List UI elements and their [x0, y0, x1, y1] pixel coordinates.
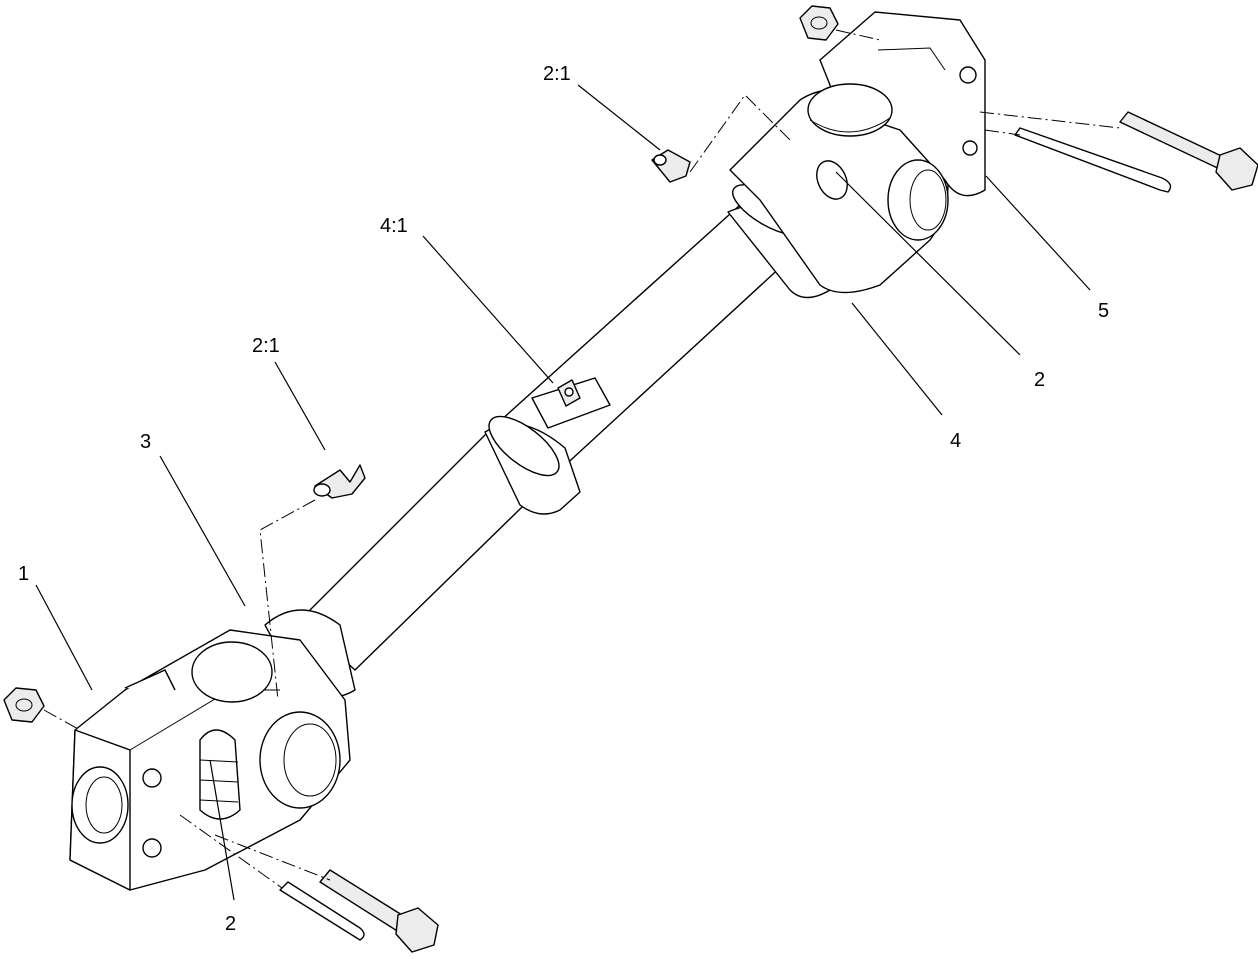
callout-2-1-left: 2:1	[252, 335, 280, 357]
drive-shaft	[264, 184, 831, 699]
upper-yoke-assembly	[729, 11, 986, 294]
callout-2-1-top: 2:1	[543, 63, 571, 85]
callout-1: 1	[18, 563, 29, 585]
hardware	[3, 5, 1258, 953]
bolt-top	[1119, 111, 1231, 173]
callout-2-bottom: 2	[225, 913, 236, 935]
callout-2-right: 2	[1034, 369, 1045, 391]
callout-4-1: 4:1	[380, 215, 408, 237]
cotter-pin-bottom	[279, 881, 365, 941]
callout-labels: 1 3 2:1 2 4:1 2:1 2 4 5	[18, 63, 1109, 935]
callout-5: 5	[1098, 300, 1109, 322]
leader-lines	[35, 84, 1091, 901]
callout-4: 4	[950, 430, 961, 452]
callout-3: 3	[140, 431, 151, 453]
cotter-pin-top	[1014, 127, 1172, 193]
nut-top	[799, 5, 839, 41]
assembly-lines	[43, 29, 1121, 889]
nut-bottom	[3, 687, 45, 723]
